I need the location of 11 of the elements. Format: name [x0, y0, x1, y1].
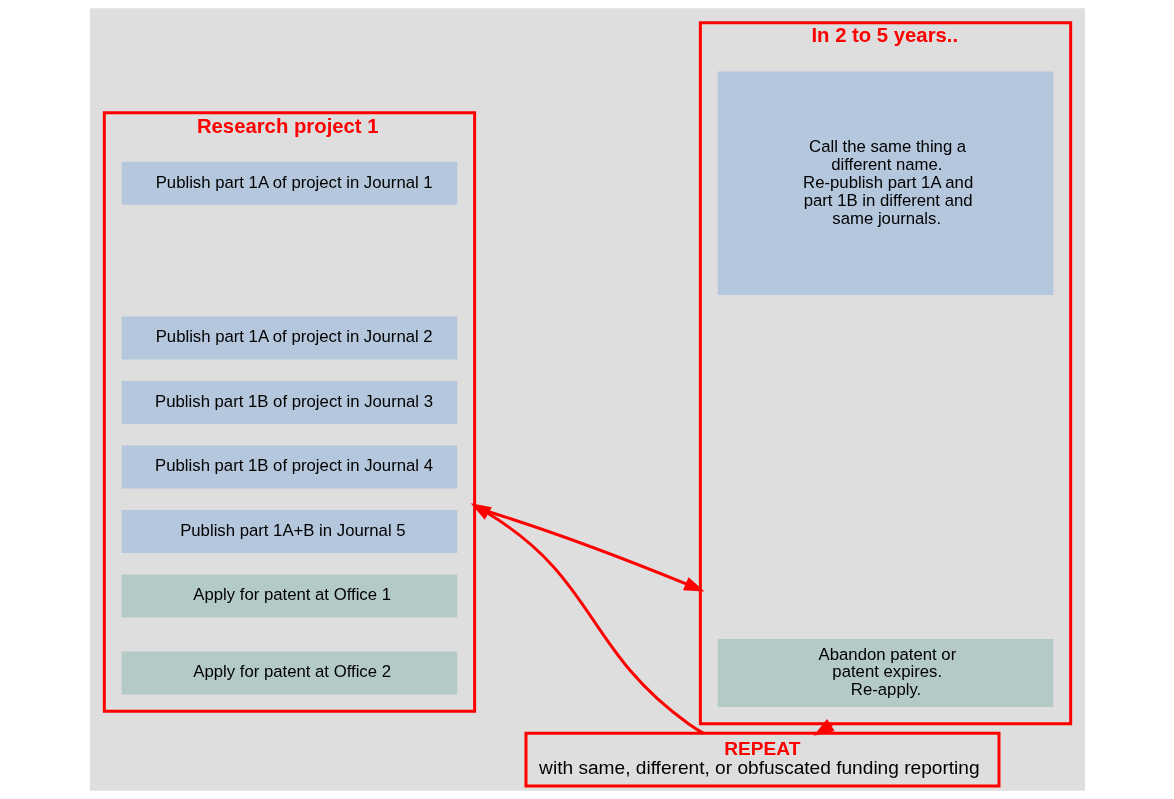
node-box: Apply for patent at Office 2: [121, 651, 457, 695]
arrow: [473, 506, 705, 592]
node-box: Apply for patent at Office 1: [121, 574, 457, 618]
node-box: Publish part 1B of project in Journal 4: [121, 445, 457, 489]
node-box: Publish part 1B of project in Journal 3: [121, 381, 457, 424]
node-box: Publish part 1A of project in Journal 2: [121, 316, 457, 360]
node-box: Call the same thing a different name. Re-publish part 1A and part 1B in different and same journals.: [717, 71, 1053, 295]
node-box: Abandon patent or patent expires. Re-apply.: [717, 639, 1053, 708]
node-box: Publish part 1A of project in Journal 1: [121, 161, 457, 205]
node-box: REPEAT with same, different, or obfuscated funding reporting: [524, 731, 1000, 788]
node-box: Publish part 1A+B in Journal 5: [121, 510, 457, 553]
